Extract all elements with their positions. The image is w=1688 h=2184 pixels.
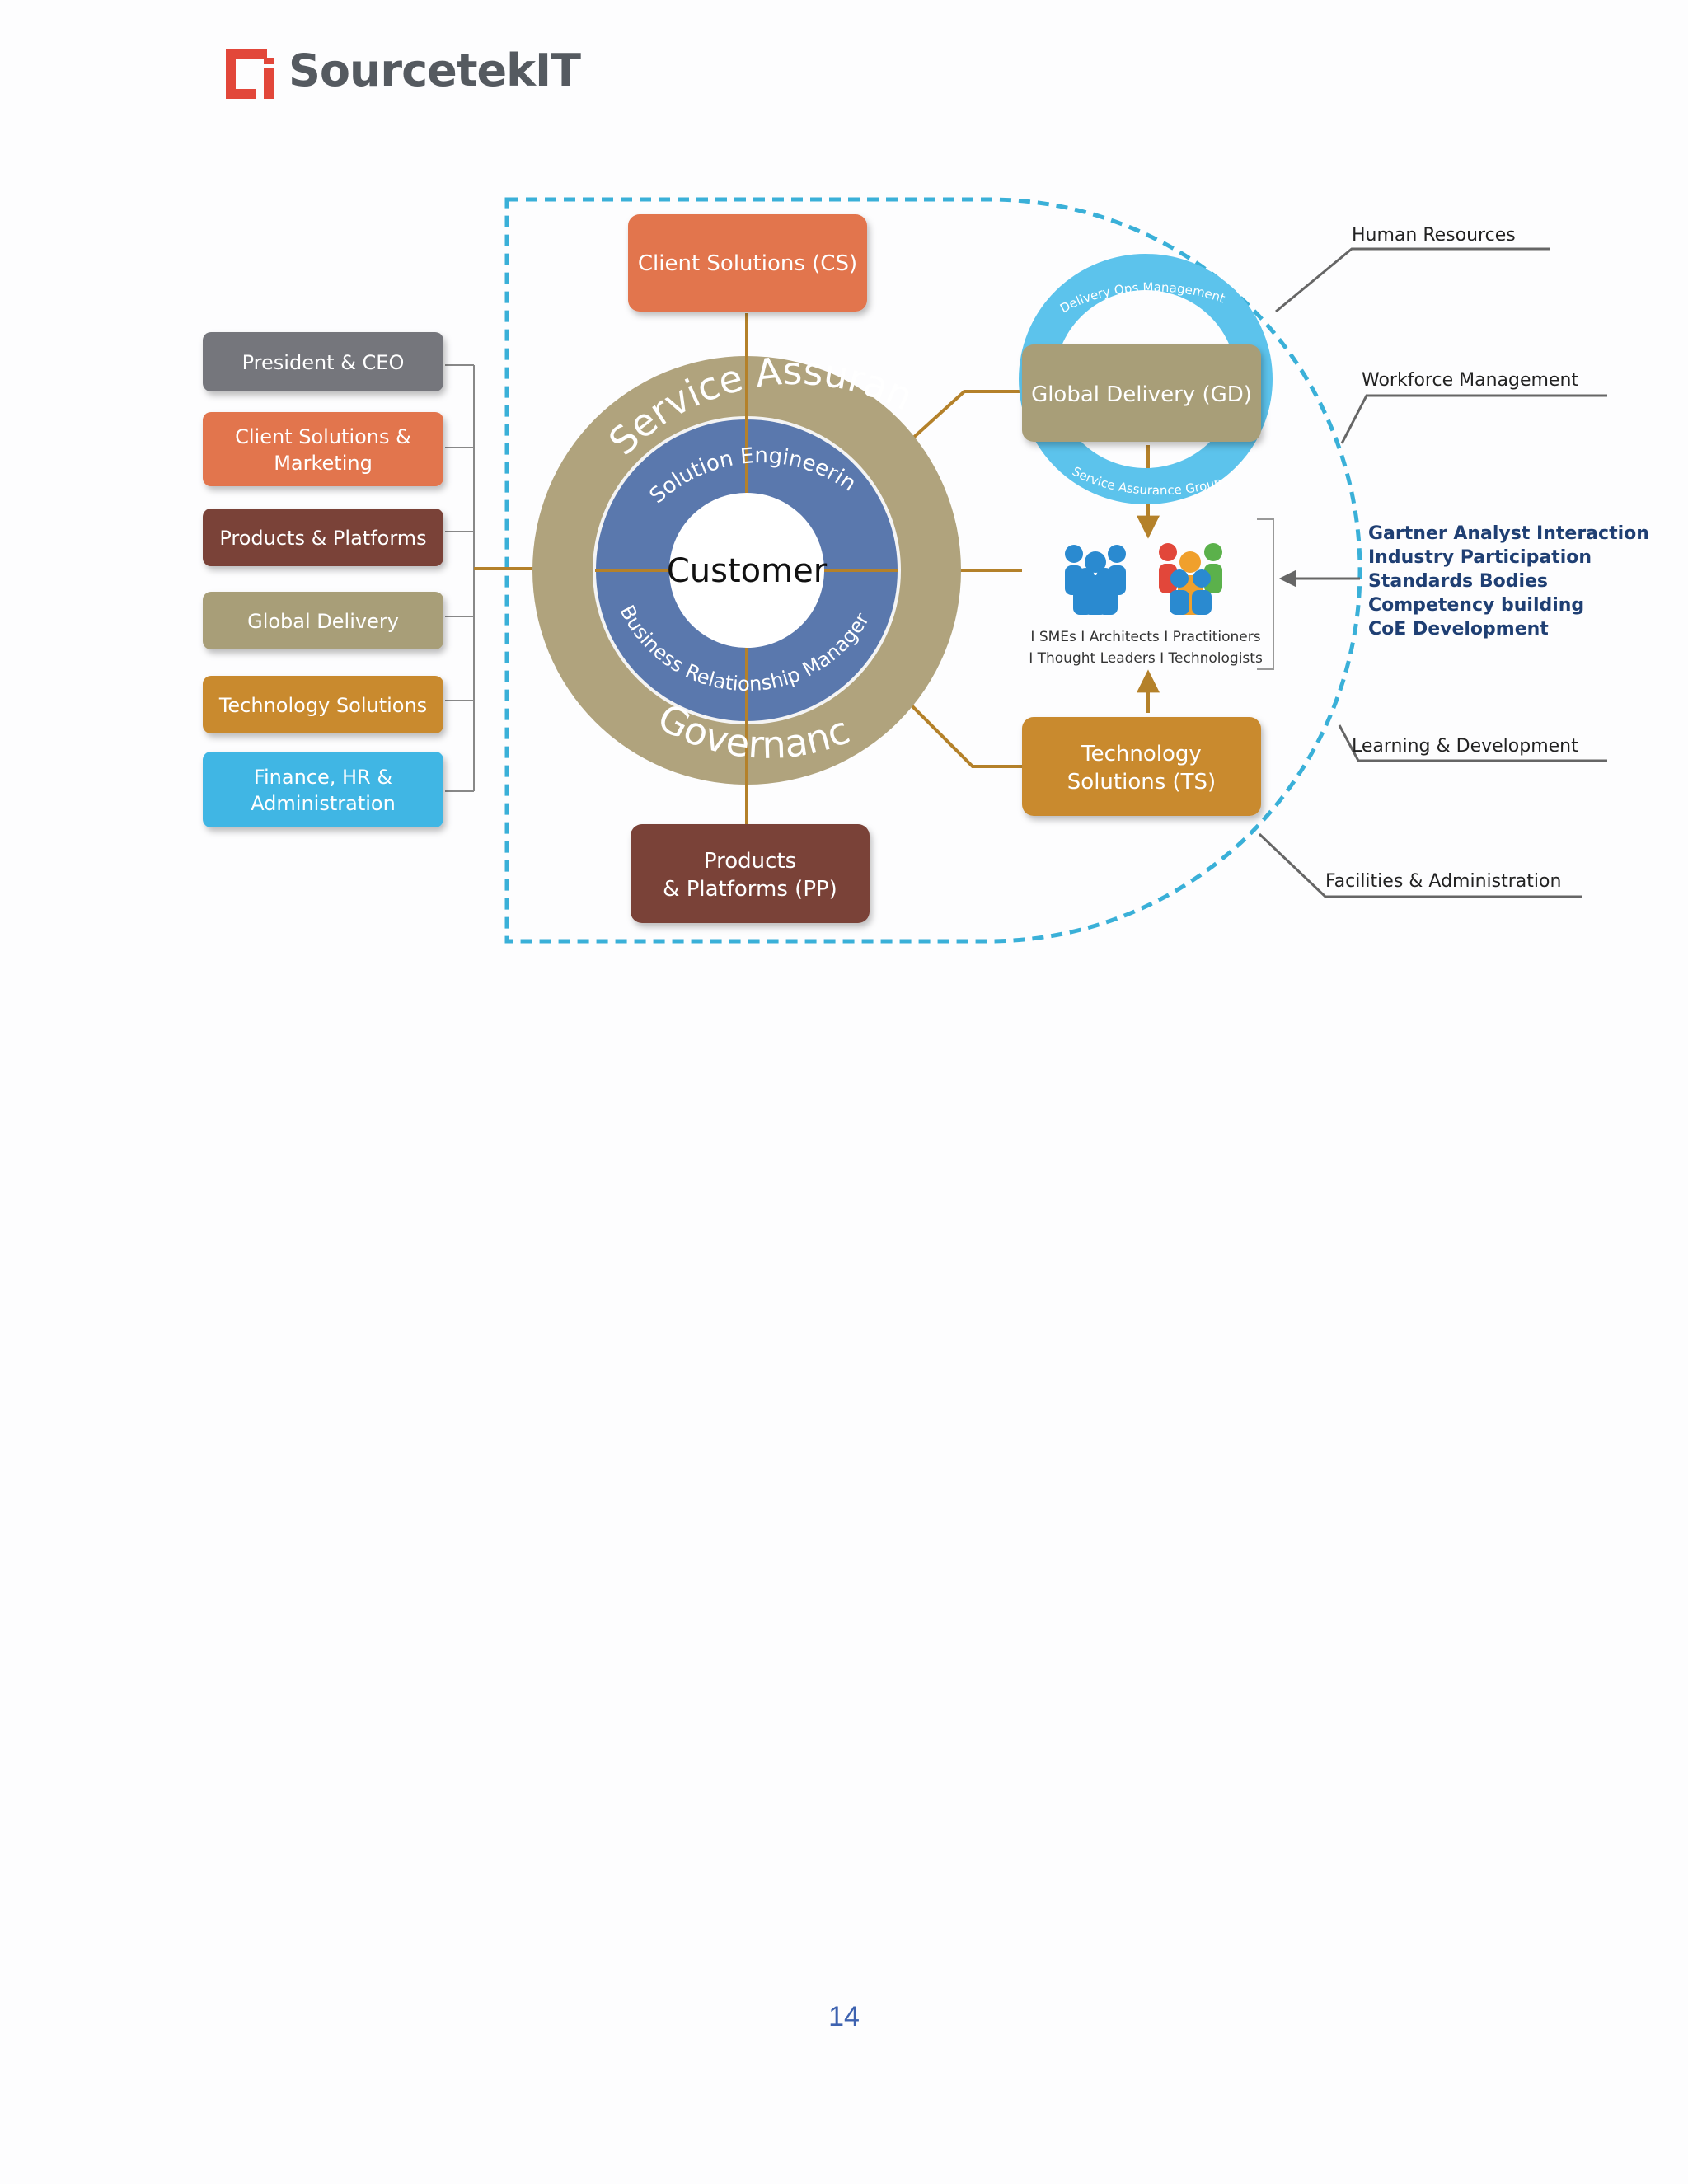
focus-area-item: CoE Development — [1368, 619, 1549, 640]
customer-center — [669, 493, 824, 648]
people-bracket — [1257, 518, 1274, 670]
focus-area-item: Competency building — [1368, 595, 1584, 616]
sourcetek-logo-icon — [226, 49, 274, 99]
left-menu-item[interactable]: Products & Platforms — [203, 509, 443, 566]
left-menu-item[interactable]: Technology Solutions — [203, 676, 443, 733]
brand-logo: SourcetekIT — [223, 43, 581, 109]
left-menu-item[interactable]: President & CEO — [203, 332, 443, 391]
gd-box-label: Global Delivery (GD) — [1031, 382, 1252, 407]
callout-leader-lines — [1258, 247, 1607, 898]
left-menu-item[interactable]: Global Delivery — [203, 592, 443, 649]
people-group-multicolor-icon — [1159, 543, 1222, 615]
left-menu: President & CEO Client Solutions &Marketi… — [203, 332, 443, 827]
callout-label: Workforce Management — [1362, 370, 1578, 391]
people-roles-line-2: I Thought Leaders I Technologists — [1029, 650, 1263, 667]
focus-area-item: Gartner Analyst Interaction — [1368, 523, 1649, 544]
callout-label: Human Resources — [1352, 225, 1516, 246]
left-menu-item-label: Global Delivery — [247, 610, 399, 633]
left-menu-item[interactable]: Finance, HR &Administration — [203, 752, 443, 827]
customer-label: Customer — [667, 552, 828, 590]
client-solutions-box: Client Solutions (CS) — [628, 214, 867, 312]
global-delivery-box: Global Delivery (GD) — [1022, 344, 1261, 442]
pp-box-label: Products& Platforms (PP) — [663, 849, 837, 902]
focus-area-item: Standards Bodies — [1368, 571, 1548, 592]
left-menu-item[interactable]: Client Solutions &Marketing — [203, 412, 443, 486]
cs-box-label: Client Solutions (CS) — [638, 251, 857, 276]
products-platforms-box: Products& Platforms (PP) — [631, 824, 870, 923]
people-roles-line-1: I SMEs I Architects I Practitioners — [1030, 629, 1260, 645]
people-group-blue-icon — [1065, 545, 1126, 615]
callout-label: Learning & Development — [1352, 736, 1578, 757]
page-number: 14 — [828, 2001, 860, 2032]
left-menu-item-label: Finance, HR &Administration — [251, 766, 396, 815]
brand-name: SourcetekIT — [288, 45, 581, 96]
callout-label: Facilities & Administration — [1325, 871, 1561, 892]
left-menu-item-label: President & CEO — [242, 351, 405, 374]
left-menu-item-label: Technology Solutions — [218, 694, 427, 717]
left-menu-item-label: Products & Platforms — [219, 527, 426, 550]
left-menu-item-label: Client Solutions &Marketing — [235, 425, 411, 475]
focus-area-item: Industry Participation — [1368, 547, 1592, 568]
left-menu-bracket — [445, 364, 475, 792]
